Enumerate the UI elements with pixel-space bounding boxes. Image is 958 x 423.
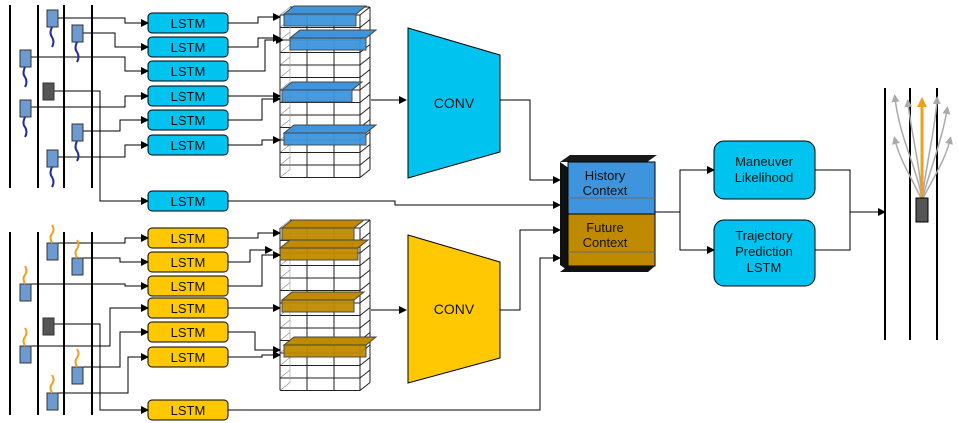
history-lstm-2: LSTM	[147, 36, 229, 58]
future-vehicle	[71, 366, 84, 385]
history-lstm-4: LSTM	[147, 85, 229, 107]
history-vehicle	[19, 99, 32, 118]
prediction-road-scene	[884, 88, 953, 340]
history-lstm-label: LSTM	[171, 194, 206, 209]
future-lstm-label: LSTM	[171, 279, 206, 294]
context-block: History Context Future Context	[560, 155, 657, 272]
history-lstm-label: LSTM	[171, 113, 206, 128]
history-trajectory	[74, 41, 80, 63]
history-lstm-6: LSTM	[147, 134, 229, 156]
history-conv: CONV	[407, 27, 501, 179]
history-connectors	[28, 13, 561, 209]
future-lstm-label: LSTM	[171, 325, 206, 340]
history-lstm-stack: LSTM LSTM LSTM LSTM LSTM LSTM LSTM	[147, 12, 229, 212]
trajectory-line1: Trajectory	[735, 228, 793, 243]
history-vehicle	[19, 49, 32, 68]
history-trajectory	[49, 166, 55, 188]
future-lstm-label: LSTM	[171, 403, 206, 418]
history-lstm-label: LSTM	[171, 40, 206, 55]
history-lstm-label: LSTM	[171, 89, 206, 104]
maneuver-line2: Likelihood	[735, 170, 794, 185]
ego-vehicle	[915, 197, 929, 223]
future-conv: CONV	[407, 234, 501, 384]
future-lstm-3: LSTM	[147, 275, 229, 297]
history-context-line1: History	[585, 168, 626, 183]
history-lstm-label: LSTM	[171, 64, 206, 79]
history-vehicle	[46, 149, 59, 168]
future-ego-vehicle	[42, 317, 55, 336]
future-vehicle	[46, 242, 59, 261]
future-trajectory	[74, 239, 80, 259]
future-vehicle	[19, 283, 32, 302]
future-lstm-7: LSTM	[147, 399, 229, 421]
future-lstm-2: LSTM	[147, 251, 229, 273]
history-trajectory	[22, 66, 28, 88]
history-lstm-3: LSTM	[147, 60, 229, 82]
future-lstm-4: LSTM	[147, 297, 229, 319]
vehicles	[19, 9, 84, 411]
future-lstm-label: LSTM	[171, 301, 206, 316]
history-lstm-1: LSTM	[147, 12, 229, 34]
history-lstm-5: LSTM	[147, 109, 229, 131]
history-ego-vehicle	[42, 82, 55, 101]
history-lstm-7: LSTM	[147, 190, 229, 212]
history-trajectory	[22, 116, 28, 138]
trajectory-line2: Prediction	[735, 244, 793, 259]
trajectory-prediction-box: Trajectory Prediction LSTM	[713, 219, 816, 287]
future-lstm-5: LSTM	[147, 321, 229, 343]
future-context-line1: Future	[586, 220, 624, 235]
future-vehicle	[71, 257, 84, 276]
output-connectors	[655, 166, 886, 254]
history-conv-label: CONV	[434, 95, 475, 111]
future-lstm-label: LSTM	[171, 231, 206, 246]
future-context-line2: Context	[583, 235, 628, 250]
history-context-line2: Context	[583, 183, 628, 198]
history-lstm-label: LSTM	[171, 16, 206, 31]
future-conv-label: CONV	[434, 301, 475, 317]
future-lstm-label: LSTM	[171, 255, 206, 270]
future-lstm-label: LSTM	[171, 350, 206, 365]
future-trajectory	[49, 224, 55, 244]
future-connectors	[28, 226, 561, 414]
future-trajectory	[22, 327, 28, 347]
future-lstm-stack: LSTM LSTM LSTM LSTM LSTM LSTM LSTM	[147, 227, 229, 421]
maneuver-line1: Maneuver	[735, 154, 793, 169]
future-vehicle	[19, 345, 32, 364]
history-vehicle	[71, 123, 84, 142]
future-trajectory	[74, 348, 80, 368]
future-vehicle	[46, 392, 59, 411]
history-vehicle	[46, 9, 59, 28]
trajectory-line3: LSTM	[747, 260, 782, 275]
history-trajectory	[49, 26, 55, 48]
history-trajectory	[74, 140, 80, 162]
history-grid-tensor	[279, 5, 378, 178]
future-lstm-6: LSTM	[147, 346, 229, 368]
future-trajectory	[49, 374, 55, 394]
history-lstm-label: LSTM	[171, 138, 206, 153]
future-trajectory	[22, 265, 28, 285]
maneuver-likelihood-box: Maneuver Likelihood	[713, 140, 816, 200]
future-grid-tensor	[278, 219, 378, 391]
history-vehicle	[71, 24, 84, 43]
future-lstm-1: LSTM	[147, 227, 229, 249]
